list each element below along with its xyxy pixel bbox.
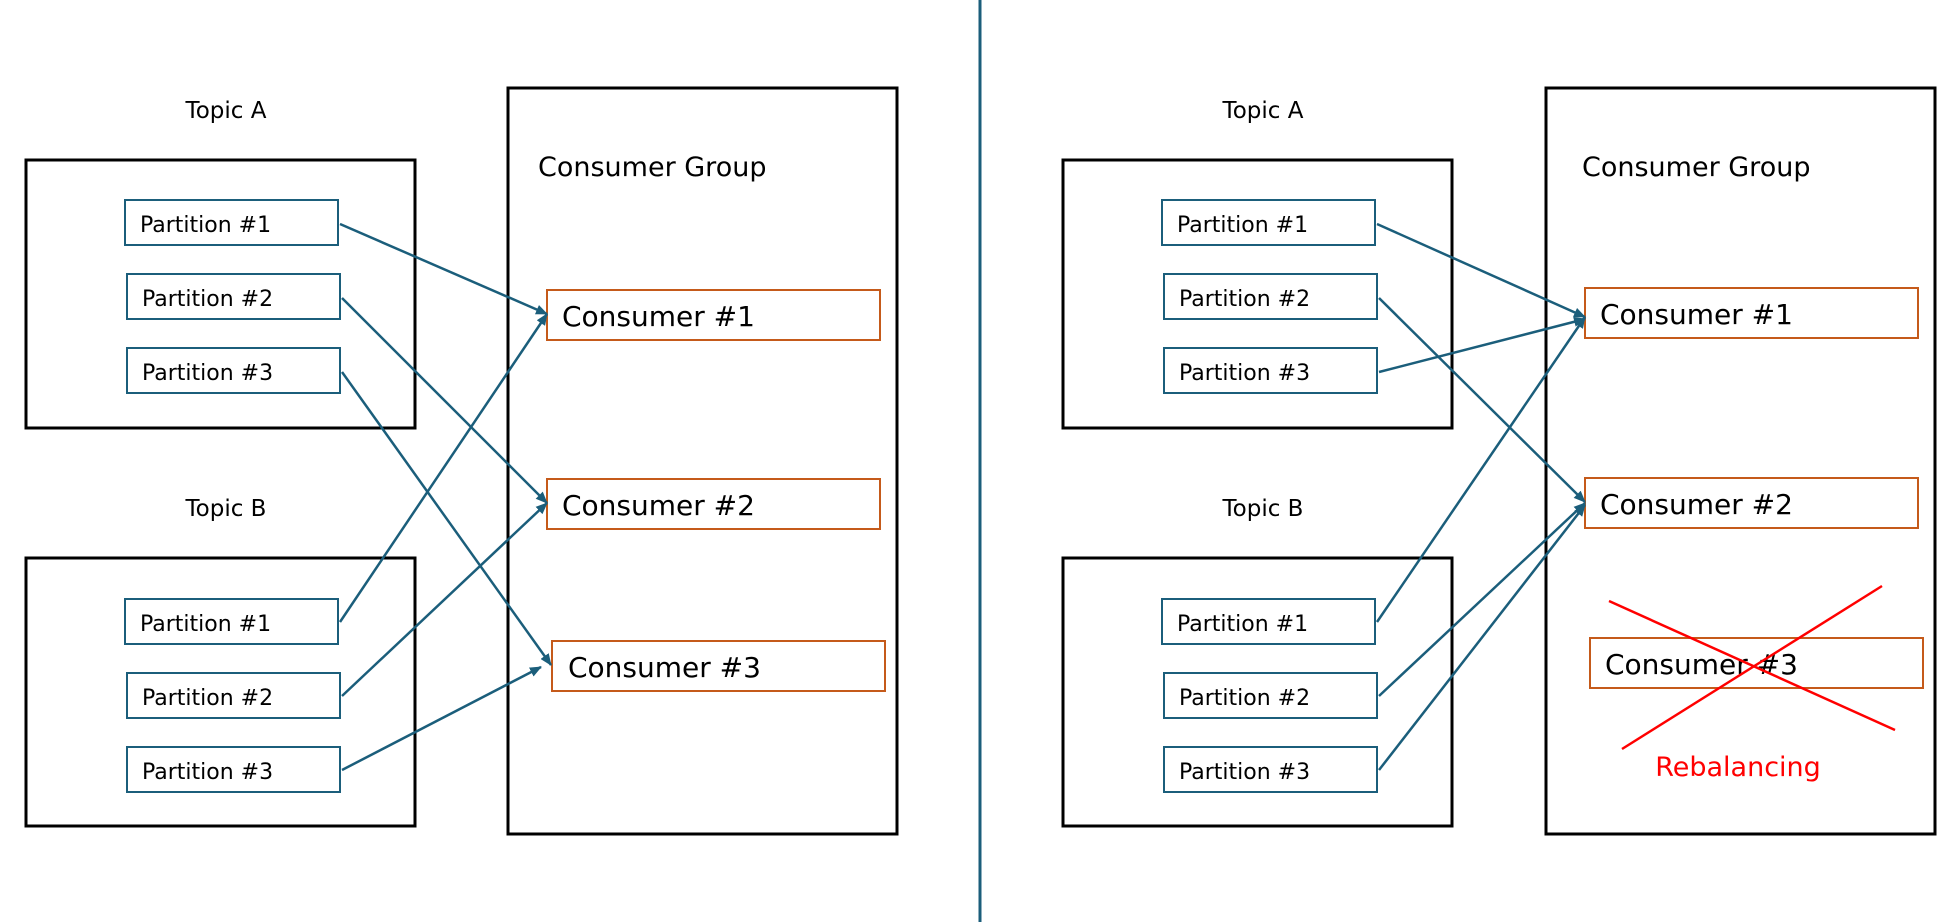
removal-cross-line	[1621, 584, 1883, 751]
topic-a-title: Topic A	[1222, 98, 1304, 124]
partition-label: Partition #3	[142, 361, 273, 386]
removal-cross-line	[1608, 599, 1896, 732]
topic-b-title: Topic B	[185, 496, 267, 522]
consumer-box	[546, 289, 881, 341]
partition-box	[126, 273, 341, 320]
assignment-arrow	[1378, 316, 1586, 374]
consumer-group-title: Consumer Group	[538, 152, 766, 183]
consumer-group-box	[1544, 86, 1937, 836]
consumer-box	[1589, 637, 1924, 689]
assignment-arrow	[1375, 316, 1587, 623]
assignment-arrow	[1378, 502, 1586, 697]
partition-label: Partition #1	[140, 213, 271, 238]
assignment-arrow	[1378, 504, 1586, 771]
partition-label: Partition #2	[142, 686, 273, 711]
partition-box	[1163, 273, 1378, 320]
rebalancing-label: Rebalancing	[1655, 752, 1821, 783]
partition-label: Partition #3	[142, 760, 273, 785]
consumer-group-box	[506, 86, 899, 836]
topic-b-title: Topic B	[1222, 496, 1304, 522]
partition-label: Partition #2	[1179, 686, 1310, 711]
topic-a-title: Topic A	[185, 98, 267, 124]
consumer-box	[551, 640, 886, 692]
partition-label: Partition #1	[1177, 213, 1308, 238]
topic-b-box	[24, 556, 417, 828]
consumer-box	[1584, 477, 1919, 529]
partition-box	[126, 746, 341, 793]
consumer-group-title: Consumer Group	[1582, 152, 1810, 183]
assignment-arrow	[338, 313, 549, 623]
partition-box	[126, 672, 341, 719]
partition-box	[1163, 347, 1378, 394]
consumer-label: Consumer #2	[1600, 488, 1793, 521]
consumer-box	[546, 478, 881, 530]
partition-label: Partition #1	[140, 612, 271, 637]
assignment-arrow	[1376, 222, 1586, 319]
partition-box	[1163, 746, 1378, 793]
assignment-arrow	[340, 371, 553, 666]
topic-a-box	[24, 158, 417, 430]
partition-label: Partition #2	[142, 287, 273, 312]
assignment-arrow	[341, 297, 548, 504]
consumer-label: Consumer #1	[1600, 298, 1793, 331]
consumer-label: Consumer #2	[562, 489, 755, 522]
partition-box	[1163, 672, 1378, 719]
partition-label: Partition #1	[1177, 612, 1308, 637]
assignment-arrow	[1378, 297, 1586, 503]
assignment-arrow	[341, 665, 542, 772]
right-panel: Topic A Partition #1 Partition #2 Partit…	[1061, 86, 1937, 836]
consumer-box	[1584, 287, 1919, 339]
assignment-arrow	[339, 222, 548, 316]
partition-label: Partition #3	[1179, 361, 1310, 386]
left-panel: Topic A Partition #1 Partition #2 Partit…	[24, 86, 899, 836]
partition-box	[124, 199, 339, 246]
consumer-label: Consumer #3	[568, 651, 761, 684]
assignment-arrow	[341, 502, 548, 697]
partition-box	[1161, 199, 1376, 246]
partition-box	[1161, 598, 1376, 645]
partition-box	[124, 598, 339, 645]
partition-label: Partition #3	[1179, 760, 1310, 785]
consumer-label: Consumer #1	[562, 300, 755, 333]
topic-a-box	[1061, 158, 1454, 430]
topic-b-box	[1061, 556, 1454, 828]
partition-label: Partition #2	[1179, 287, 1310, 312]
consumer-label: Consumer #3	[1605, 648, 1798, 681]
partition-box	[126, 347, 341, 394]
